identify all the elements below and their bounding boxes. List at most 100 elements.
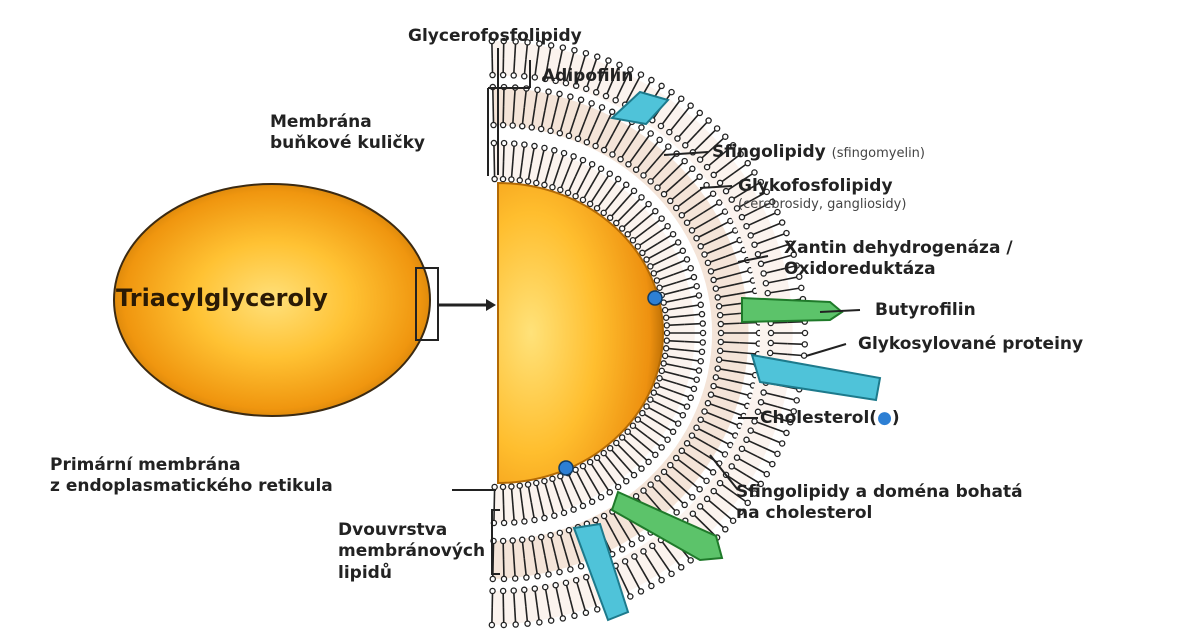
lipid-head bbox=[557, 131, 562, 136]
lipid-head bbox=[575, 136, 580, 141]
lipid-head bbox=[638, 589, 643, 594]
lipid-head bbox=[550, 185, 555, 190]
lipid-head bbox=[698, 244, 703, 249]
lipid-head bbox=[578, 97, 583, 102]
lipid-head bbox=[511, 588, 516, 593]
lipid-head bbox=[510, 538, 515, 543]
label-sfingolipidy-domena-line2: na cholesterol bbox=[736, 503, 1023, 524]
lipid-head bbox=[689, 228, 694, 233]
lipid-head bbox=[649, 583, 654, 588]
lipid-head bbox=[718, 330, 723, 335]
lipid-head bbox=[535, 87, 540, 92]
lipid-head bbox=[560, 616, 565, 621]
lipid-head bbox=[700, 330, 705, 335]
lipid-head bbox=[731, 518, 736, 523]
lipid-head bbox=[717, 480, 722, 485]
lipid-head bbox=[661, 192, 666, 197]
label-xantin: Xantin dehydrogenáza / Oxidoreduktáza bbox=[784, 238, 1013, 281]
lipid-head bbox=[620, 435, 625, 440]
lipid-head bbox=[651, 390, 656, 395]
label-sfingolipidy-main: Sfingolipidy bbox=[712, 142, 826, 162]
lipid-head bbox=[543, 585, 548, 590]
lipid-head bbox=[697, 487, 702, 492]
label-dvouvrstva: Dvouvrstva membránových lipidů bbox=[338, 520, 485, 584]
lipid-head bbox=[501, 538, 506, 543]
lipid-head bbox=[553, 583, 558, 588]
lipid-head bbox=[713, 375, 718, 380]
lipid-head bbox=[584, 140, 589, 145]
lipid-head bbox=[542, 478, 547, 483]
lipid-head bbox=[631, 188, 636, 193]
lipid-head bbox=[607, 171, 612, 176]
lipid-head bbox=[696, 293, 701, 298]
lipid-head bbox=[593, 517, 598, 522]
lipid-head bbox=[657, 376, 662, 381]
lipid-head bbox=[563, 580, 568, 585]
lipid-head bbox=[557, 530, 562, 535]
lipid-head bbox=[648, 397, 653, 402]
lipid-head bbox=[764, 472, 769, 477]
label-adipofilin: Adipofilin bbox=[542, 66, 633, 87]
butyrofilin-protein bbox=[742, 298, 842, 322]
lipid-head bbox=[629, 542, 634, 547]
lipid-head bbox=[768, 340, 773, 345]
lipid-head bbox=[542, 515, 547, 520]
lipid-head bbox=[654, 278, 659, 283]
lipid-head bbox=[706, 118, 711, 123]
label-sfingolipidy-domena-line1: Sfingolipidy a doména bohatá bbox=[736, 482, 1023, 503]
lipid-head bbox=[616, 484, 621, 489]
lipid-head bbox=[729, 197, 734, 202]
lipid-head bbox=[501, 576, 506, 581]
lipid-head bbox=[696, 368, 701, 373]
lipid-head bbox=[644, 404, 649, 409]
lipid-head bbox=[532, 517, 537, 522]
lipid-head bbox=[682, 158, 687, 163]
lipid-head bbox=[602, 513, 607, 518]
lipid-head bbox=[646, 459, 651, 464]
lipid-head bbox=[711, 277, 716, 282]
lipid-head bbox=[550, 476, 555, 481]
lipid-head bbox=[668, 198, 673, 203]
lipid-head bbox=[694, 284, 699, 289]
lipid-head bbox=[648, 179, 653, 184]
lipid-head bbox=[648, 264, 653, 269]
lipid-head bbox=[635, 244, 640, 249]
lipid-head bbox=[566, 133, 571, 138]
lipid-head bbox=[667, 130, 672, 135]
label-cholesterol-end: ) bbox=[892, 408, 900, 428]
lipid-head bbox=[734, 455, 739, 460]
lipid-head bbox=[711, 383, 716, 388]
lipid-head bbox=[699, 349, 704, 354]
lipid-head bbox=[661, 469, 666, 474]
lipid-head bbox=[500, 176, 505, 181]
lipid-head bbox=[522, 74, 527, 79]
lipid-head bbox=[684, 441, 689, 446]
lipid-head bbox=[765, 291, 770, 296]
lipid-head bbox=[568, 94, 573, 99]
lipid-head bbox=[704, 478, 709, 483]
lipid-head bbox=[571, 507, 576, 512]
lipid-head bbox=[663, 353, 668, 358]
lipid-head bbox=[768, 330, 773, 335]
lipid-head bbox=[534, 480, 539, 485]
lipid-head bbox=[729, 464, 734, 469]
cholesterol-dot-2 bbox=[559, 461, 573, 475]
lipid-head bbox=[492, 484, 497, 489]
lipid-head bbox=[640, 250, 645, 255]
lipid-head bbox=[584, 575, 589, 580]
label-dvouvrstva-line1: Dvouvrstva bbox=[338, 520, 485, 541]
lipid-head bbox=[572, 48, 577, 53]
label-membrana-line1: Membrána bbox=[270, 112, 480, 133]
lipid-head bbox=[700, 321, 705, 326]
label-glycerofosfolipidy: Glycerofosfolipidy bbox=[408, 26, 582, 47]
lipid-head bbox=[501, 72, 506, 77]
lipid-head bbox=[651, 271, 656, 276]
label-sfingolipidy-sub: (sfingomyelin) bbox=[832, 146, 925, 161]
lipid-head bbox=[608, 446, 613, 451]
lipid-head bbox=[529, 536, 534, 541]
lipid-head bbox=[704, 496, 709, 501]
lipid-head bbox=[755, 252, 760, 257]
lipid-head bbox=[698, 359, 703, 364]
zoom-arrow-head bbox=[486, 299, 496, 311]
